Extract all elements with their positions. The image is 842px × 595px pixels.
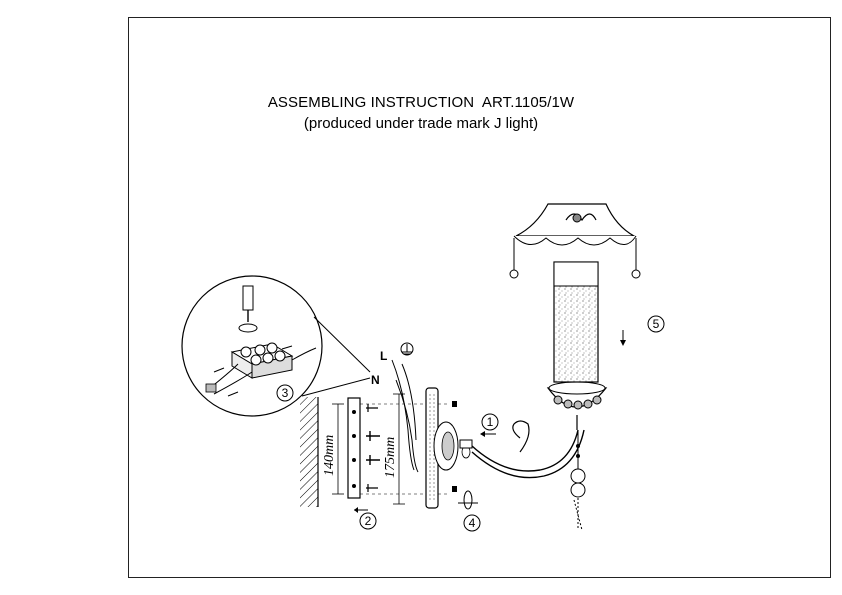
supply-wires: L N	[371, 342, 419, 473]
crystal-pendant	[570, 430, 586, 531]
step-2-label: 2	[365, 514, 372, 528]
dimension-175mm-label: 175mm	[383, 437, 398, 478]
step-3-label: 3	[282, 386, 289, 400]
neutral-wire-label: N	[371, 373, 380, 387]
page-border	[128, 17, 831, 578]
dimension-lines: 140mm 175mm	[322, 393, 448, 505]
backplate	[425, 387, 471, 509]
step-5-marker: 5	[620, 315, 665, 346]
dimension-140mm-label: 140mm	[322, 435, 337, 476]
lamp-shade	[509, 203, 641, 279]
step-3-marker: 3	[276, 384, 294, 402]
mounting-bracket	[347, 397, 380, 499]
lamp-arm	[459, 420, 585, 479]
wiring-detail-magnifier	[181, 275, 371, 417]
step-5-label: 5	[653, 317, 660, 331]
step-4-label: 4	[469, 516, 476, 530]
step-1-marker: 1	[481, 413, 499, 431]
step-2-marker: 2	[354, 507, 377, 530]
wall	[300, 397, 319, 507]
candle-cup	[546, 381, 608, 430]
page-title: ASSEMBLING INSTRUCTION ART.1105/1W	[267, 94, 575, 111]
step-4-marker: 4	[458, 490, 481, 532]
glass-cylinder	[553, 261, 599, 383]
step-1-label: 1	[487, 415, 494, 429]
live-wire-label: L	[380, 349, 387, 363]
page-subtitle: (produced under trade mark J light)	[303, 115, 539, 132]
